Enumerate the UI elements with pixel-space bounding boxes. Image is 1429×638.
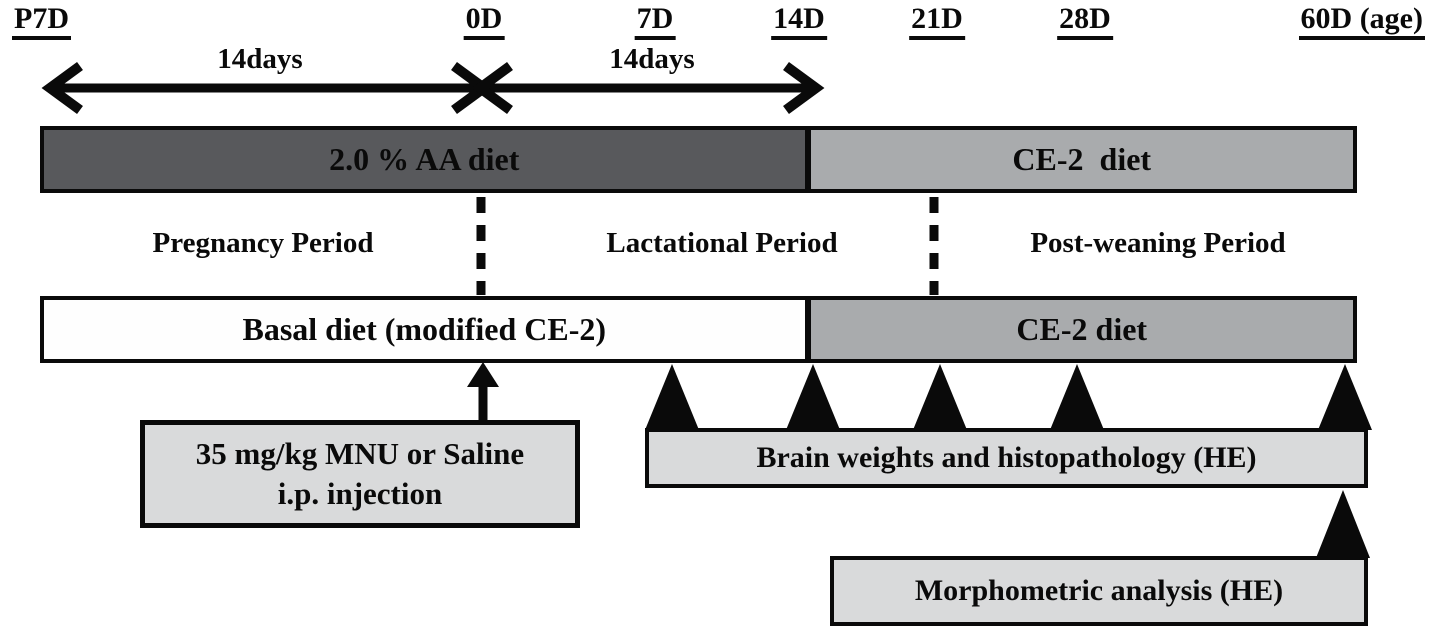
timeline-label-0d: 0D <box>463 2 505 40</box>
arrowhead-up-icon <box>467 362 499 387</box>
brain-weights-box: Brain weights and histopathology (HE) <box>645 428 1368 488</box>
arrowhead-left-icon <box>41 61 83 115</box>
injection-line2: i.p. injection <box>277 476 443 511</box>
timeline-label-7d: 7D <box>634 2 676 40</box>
timepoint-marker-21d <box>913 364 967 430</box>
interval-label-lactation: 14days <box>609 43 695 75</box>
brain-weights-label: Brain weights and histopathology (HE) <box>756 441 1257 474</box>
timeline-label-60d: 60D (age) <box>1298 2 1425 40</box>
timeline-label-p7d: P7D <box>12 2 71 40</box>
arrowhead-left-icon <box>471 61 513 115</box>
morphometric-marker-60d <box>1316 490 1370 558</box>
aa-diet-label: 2.0 % AA diet <box>329 141 520 177</box>
basal-diet-label: Basal diet (modified CE-2) <box>242 311 607 347</box>
timeline-label-28d: 28D <box>1057 2 1113 40</box>
injection-line1: 35 mg/kg MNU or Saline <box>195 436 525 471</box>
arrowhead-right-icon <box>783 61 825 115</box>
timepoint-marker-28d <box>1050 364 1104 430</box>
timeline-label-21d: 21D <box>909 2 965 40</box>
injection-arrow <box>467 362 499 420</box>
aa-diet-segment: 2.0 % AA diet <box>44 130 805 189</box>
period-label-pregnancy: Pregnancy Period <box>152 227 374 259</box>
period-label-lactational: Lactational Period <box>606 227 838 259</box>
ce2-diet-segment-top: CE-2 diet <box>810 130 1353 189</box>
injection-box: 35 mg/kg MNU or Saline i.p. injection <box>140 420 580 528</box>
ce2-diet-label-top: CE-2 diet <box>1012 141 1152 177</box>
ce2-diet-label-bottom: CE-2 diet <box>1016 311 1148 347</box>
ce2-diet-segment-bottom: CE-2 diet <box>810 300 1353 359</box>
morphometric-label: Morphometric analysis (HE) <box>914 574 1284 607</box>
segment-divider <box>804 300 811 359</box>
timepoint-marker-60d <box>1318 364 1372 430</box>
morphometric-box: Morphometric analysis (HE) <box>830 556 1368 626</box>
interval-label-pregnancy: 14days <box>217 43 303 75</box>
timepoint-marker-14d <box>786 364 840 430</box>
diet-bar-dams: 2.0 % AA diet CE-2 diet <box>40 126 1357 193</box>
basal-diet-segment: Basal diet (modified CE-2) <box>44 300 805 359</box>
diet-bar-pups: Basal diet (modified CE-2) CE-2 diet <box>40 296 1357 363</box>
timepoint-marker-7d <box>645 364 699 430</box>
segment-divider <box>804 130 811 189</box>
timeline-label-14d: 14D <box>771 2 827 40</box>
period-label-postweaning: Post-weaning Period <box>1030 227 1286 259</box>
arrowhead-right-icon <box>451 61 493 115</box>
